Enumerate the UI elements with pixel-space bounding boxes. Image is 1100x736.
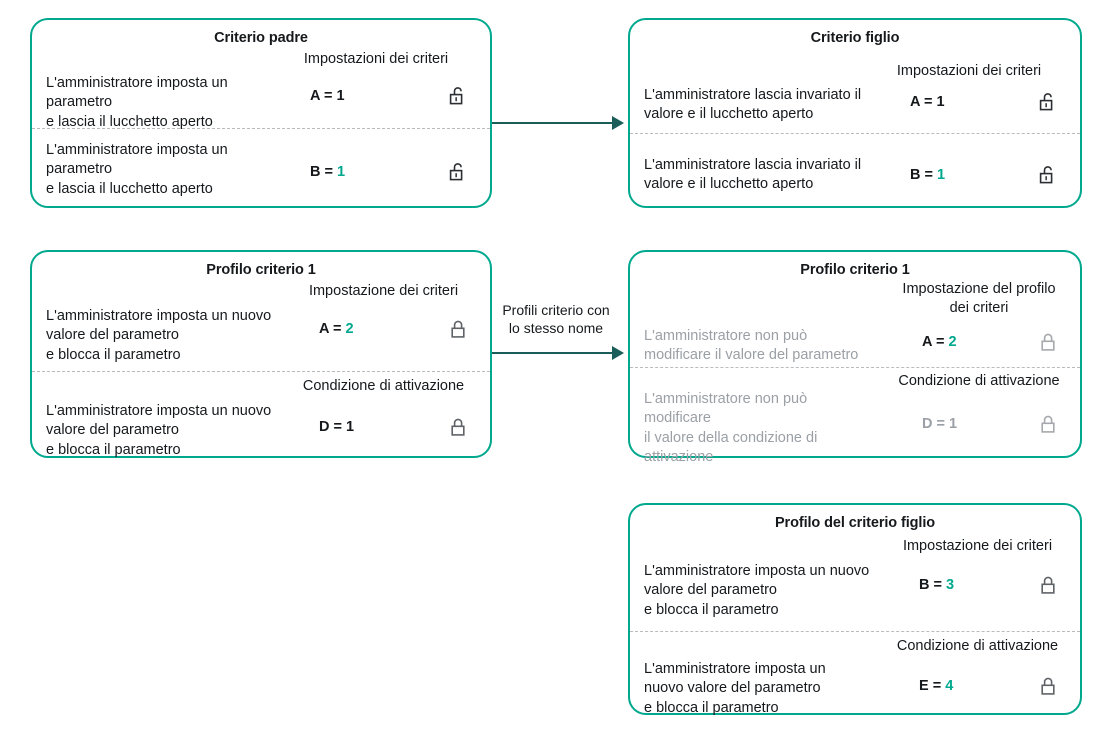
unlocked-icon [448,85,468,107]
parameter-value: D = 1 [922,415,958,432]
row-description: L'amministratore imposta un nuovo valore… [644,563,870,618]
policy-row: L'amministratore imposta un nuovo valore… [630,632,1080,728]
arrow-parent-to-child-line [492,122,614,124]
unlocked-icon [1038,164,1058,186]
unlocked-icon [448,161,468,183]
parameter-value: E = 4 [919,677,954,694]
locked-icon [450,416,470,438]
parameter-value: A = 1 [310,87,345,104]
locked-icon [1040,574,1060,596]
arrow-profiles-line [492,352,614,354]
row-description: L'amministratore imposta un parametro e … [46,75,228,130]
card-profile-left: Profilo criterio 1 L'amministratore impo… [30,250,492,458]
row-description: L'amministratore imposta un nuovo valore… [644,661,826,716]
locked-icon [1040,413,1060,435]
policy-row: L'amministratore imposta un parametro e … [32,50,490,130]
group-label: Condizione di attivazione [302,378,465,394]
policy-row: L'amministratore non può modificare il v… [630,368,1080,468]
parameter-value: B = 1 [910,167,946,183]
row-description: L'amministratore imposta un nuovo valore… [46,308,272,363]
group-label: Impostazione dei criteri [308,283,459,299]
arrow-parent-to-child-head [612,116,624,130]
locked-icon [450,318,470,340]
row-description: L'amministratore non può modificare il v… [644,328,859,364]
group-label: Impostazione dei criteri [902,538,1053,554]
policy-row: L'amministratore lascia invariato il val… [630,50,1080,134]
card-child-policy: Criterio figlio L'amministratore lascia … [628,18,1082,208]
card-title: Profilo del criterio figlio [774,515,936,531]
group-label: Impostazioni dei criteri [896,63,1042,79]
card-title: Criterio figlio [810,30,900,46]
card-title: Criterio padre [214,30,308,46]
group-label: Condizione di attivazione [898,373,1060,389]
policy-row: L'amministratore imposta un nuovo valore… [32,282,490,372]
parameter-value: D = 1 [319,418,355,435]
parameter-value: B = 3 [919,576,955,593]
card-child-profile: Profilo del criterio figlio L'amministra… [628,503,1082,716]
arrow-profiles-head [612,346,624,360]
parameter-value: B = 1 [310,164,346,180]
policy-row: L'amministratore imposta un nuovo valore… [32,372,490,470]
group-label: Condizione di attivazione [896,638,1059,654]
card-title: Profilo criterio 1 [206,262,316,278]
parameter-value: A = 2 [922,334,957,351]
card-profile-right: Profilo criterio 1 L'amministratore non … [628,250,1082,465]
card-title: Profilo criterio 1 [800,262,910,278]
policy-row: L'amministratore lascia invariato il val… [630,134,1080,221]
card-parent-policy: Criterio padre L'amministratore imposta … [30,18,492,208]
row-description: L'amministratore lascia invariato il val… [644,157,862,193]
row-description: L'amministratore lascia invariato il val… [644,87,862,123]
parameter-value: A = 1 [910,93,945,110]
locked-icon [1040,675,1060,697]
row-description: L'amministratore imposta un nuovo valore… [46,403,272,458]
locked-icon [1040,331,1060,353]
unlocked-icon [1038,91,1058,113]
row-description: L'amministratore non può modificare il v… [644,391,818,465]
group-label: Impostazione del profilo dei criteri [902,281,1056,316]
group-label: Impostazioni dei criteri [303,51,449,67]
policy-row: L'amministratore non può modificare il v… [630,280,1080,368]
arrow-middle-label: Profili criterio con lo stesso nome [502,302,610,337]
parameter-value: A = 2 [319,320,354,337]
policy-row: L'amministratore imposta un nuovo valore… [630,537,1080,632]
policy-row: L'amministratore imposta un parametro e … [32,129,490,221]
row-description: L'amministratore imposta un parametro e … [46,142,228,197]
